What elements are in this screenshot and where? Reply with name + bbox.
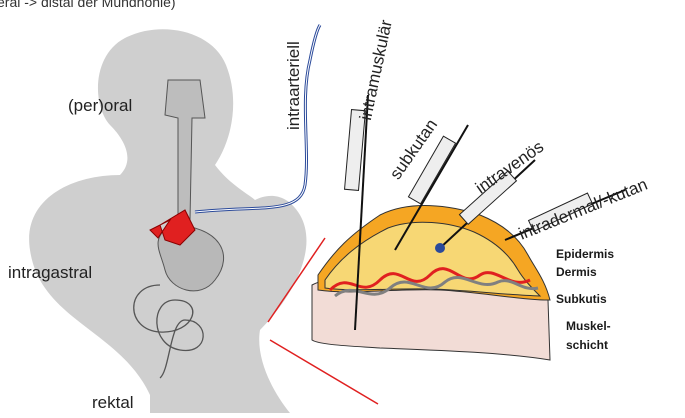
vein-puncture-point [435,243,445,253]
label-muskel-2: schicht [566,338,608,352]
label-rektal: rektal [92,393,134,413]
label-subkutis: Subkutis [556,292,607,306]
label-peroral: (per)oral [68,96,132,116]
label-epidermis: Epidermis [556,247,614,261]
label-muskel-1: Muskel- [566,319,611,333]
label-dermis: Dermis [556,265,597,279]
label-intraarteriell: intraarteriell [284,41,304,130]
zoom-line-bottom [270,340,378,404]
top-caption: eral -> distal der Mundhöhle) [0,0,176,10]
label-intragastral: intragastral [8,263,92,283]
